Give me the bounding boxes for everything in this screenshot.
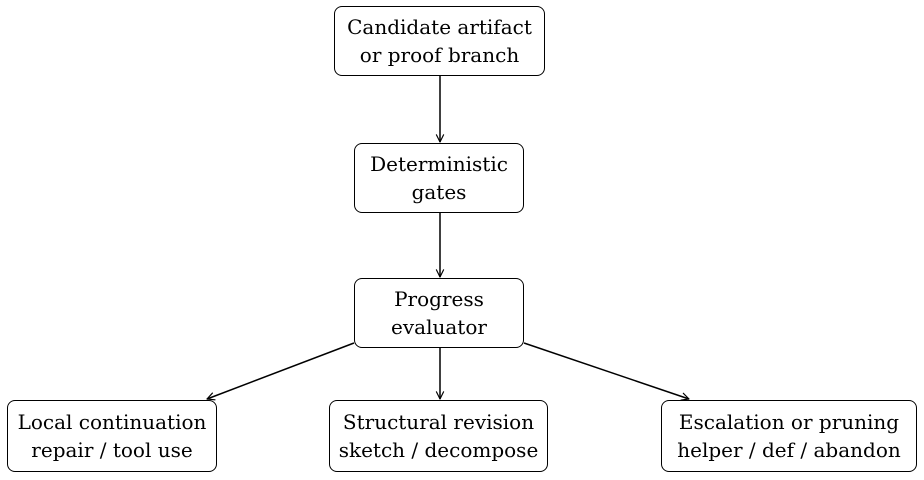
node-progress-line-1: Progress <box>394 287 484 311</box>
node-local-line-2: repair / tool use <box>31 438 193 462</box>
node-candidate-line-1: Candidate artifact <box>347 15 532 39</box>
node-deterministic-gates: Deterministic gates <box>354 143 524 213</box>
node-structural-line-1: Structural revision <box>342 410 535 434</box>
node-candidate-artifact: Candidate artifact or proof branch <box>334 6 545 76</box>
arrow-progress-to-escalation <box>523 342 690 401</box>
node-local-continuation: Local continuation repair / tool use <box>7 400 217 472</box>
node-escalation-line-1: Escalation or pruning <box>678 410 900 434</box>
node-escalation-or-pruning: Escalation or pruning helper / def / aba… <box>661 400 917 472</box>
node-progress-line-2: evaluator <box>391 315 487 339</box>
node-progress-evaluator: Progress evaluator <box>354 278 524 348</box>
node-escalation-line-2: helper / def / abandon <box>677 438 901 462</box>
node-structural-line-2: sketch / decompose <box>338 438 539 462</box>
node-gates-line-2: gates <box>411 180 467 204</box>
node-candidate-line-2: or proof branch <box>359 43 520 67</box>
node-structural-revision: Structural revision sketch / decompose <box>329 400 548 472</box>
node-gates-line-1: Deterministic <box>370 152 508 176</box>
node-local-line-1: Local continuation <box>17 410 207 434</box>
arrow-progress-to-local <box>206 342 355 401</box>
